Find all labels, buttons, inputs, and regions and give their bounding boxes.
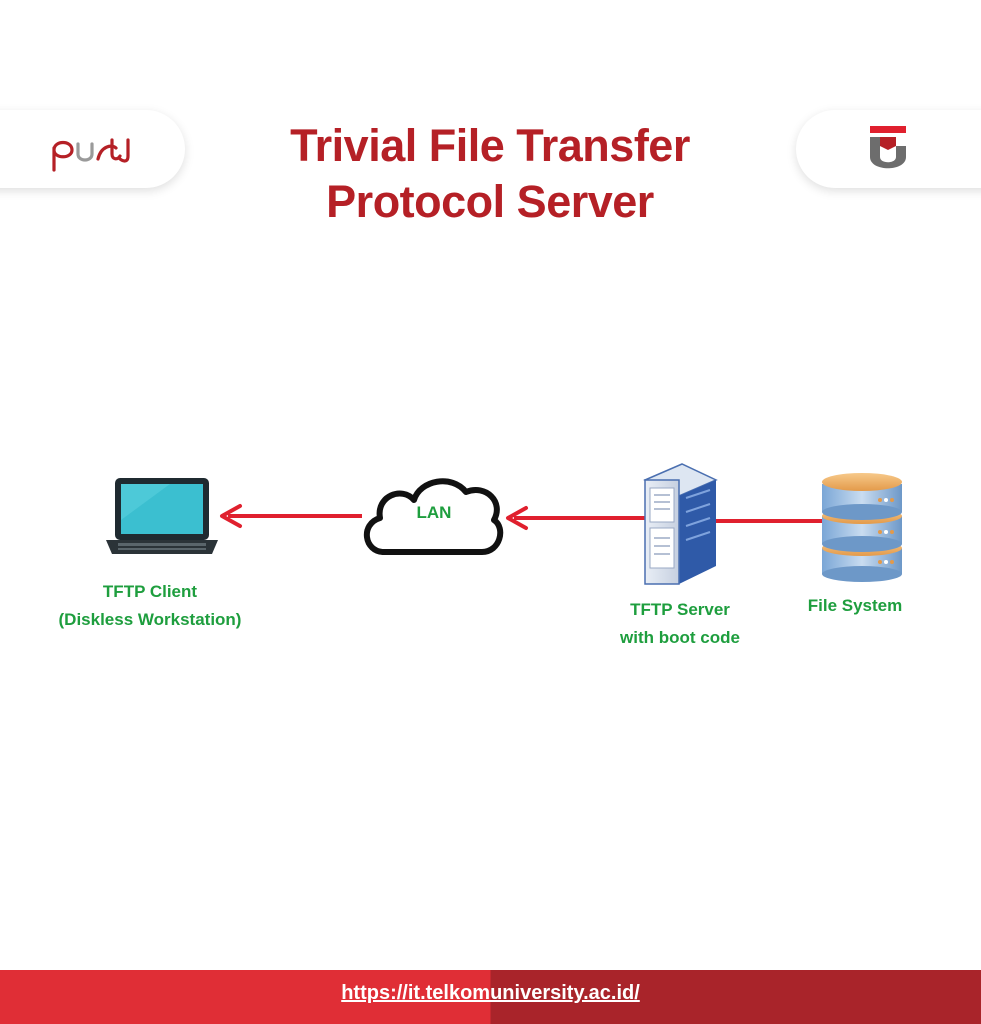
right-logo-badge <box>796 110 981 188</box>
server-label-line-1: TFTP Server <box>630 600 730 619</box>
client-label: TFTP Client (Diskless Workstation) <box>20 578 280 634</box>
left-logo-badge <box>0 110 185 188</box>
title-line-2: Protocol Server <box>326 176 654 227</box>
puti-logo <box>52 138 130 172</box>
website-link[interactable]: https://it.telkomuniversity.ac.id/ <box>341 982 640 1004</box>
edge-lan-to-client <box>220 504 362 528</box>
cloud-icon <box>363 478 504 555</box>
client-label-line-2: (Diskless Workstation) <box>58 610 242 629</box>
server-label: TFTP Server with boot code <box>580 596 780 652</box>
title-line-1: Trivial File Transfer <box>290 120 690 171</box>
server-label-line-2: with boot code <box>620 628 740 647</box>
laptop-icon <box>106 478 218 554</box>
telkom-university-logo <box>870 126 906 169</box>
edge-server-to-lan <box>506 506 645 530</box>
storage-label: File System <box>807 596 903 615</box>
lan-label: LAN <box>416 503 452 522</box>
database-icon <box>822 473 902 582</box>
page-title: Trivial File Transfer Protocol Server <box>190 118 790 230</box>
client-label-line-1: TFTP Client <box>102 582 198 601</box>
footer-bar: https://it.telkomuniversity.ac.id/ <box>0 970 981 1024</box>
server-rack-icon <box>643 463 718 585</box>
